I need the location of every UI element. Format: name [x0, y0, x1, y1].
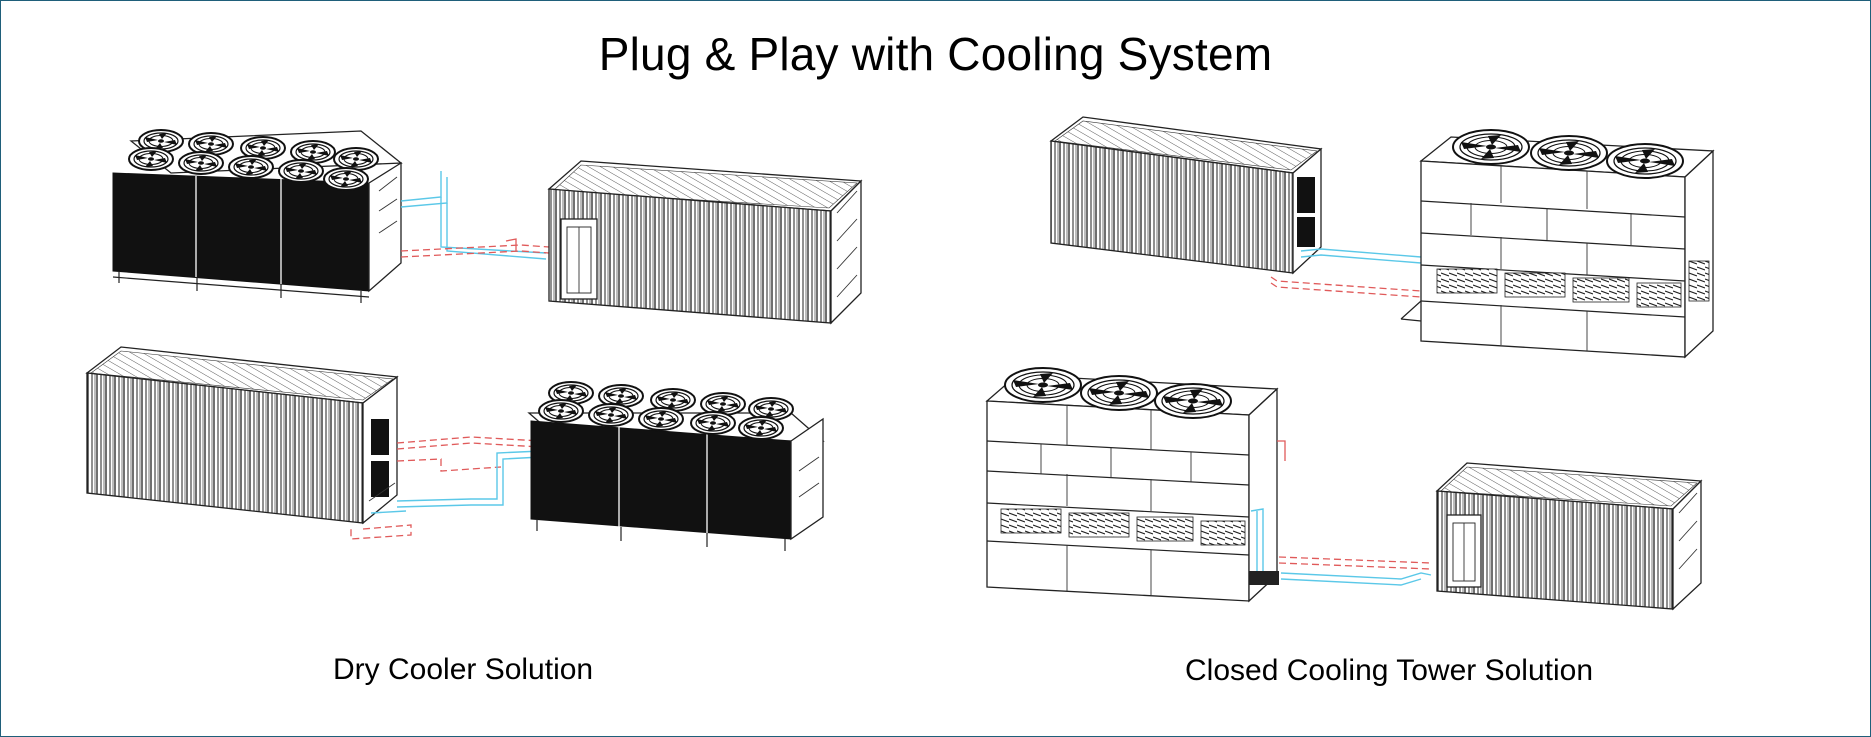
pipes-cooling-tower-bottom — [1250, 440, 1432, 586]
container-top-left — [547, 160, 863, 325]
cooling-tower-top — [1400, 129, 1715, 359]
diagram-title: Plug & Play with Cooling System — [598, 28, 1273, 80]
pipes-cooling-tower-top — [1270, 248, 1422, 298]
cooling-tower-bottom — [985, 367, 1279, 603]
dry-cooler-top — [112, 129, 403, 303]
container-top-right — [1049, 116, 1323, 275]
caption-closed-cooling-tower-solution: Closed Cooling Tower Solution — [1185, 654, 1594, 687]
container-bottom-left — [85, 346, 399, 525]
container-bottom-right — [1435, 462, 1703, 611]
pipes-dry-cooler-top — [400, 171, 550, 260]
pipes-dry-cooler-bottom — [350, 436, 542, 540]
caption-dry-cooler-solution: Dry Cooler Solution — [333, 653, 594, 686]
dry-cooler-bottom — [527, 381, 825, 551]
